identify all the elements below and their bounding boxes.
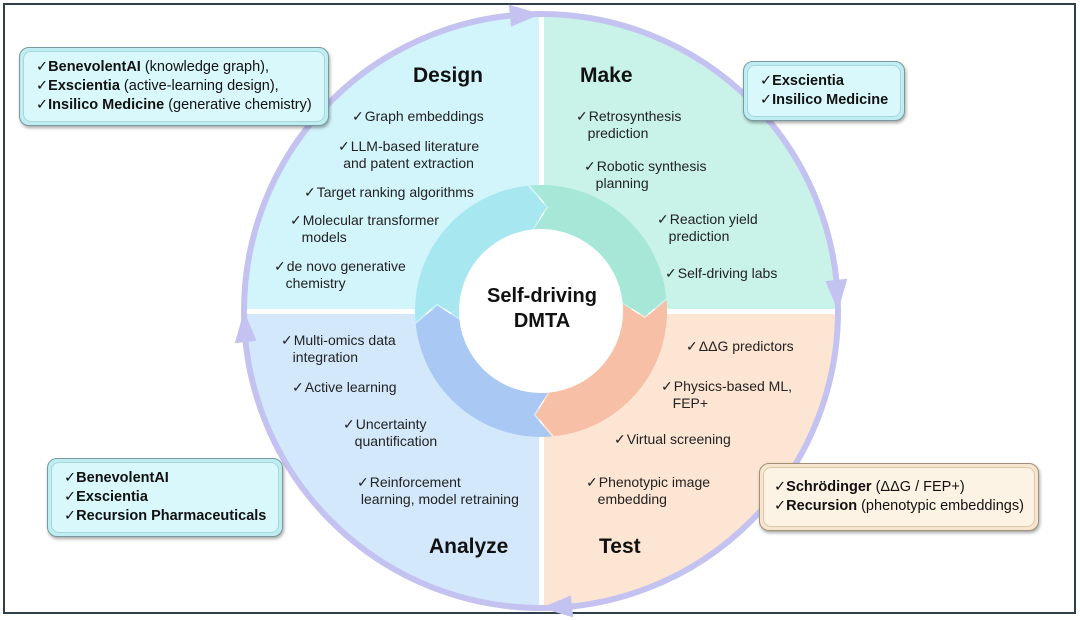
check-icon: ✓ <box>586 474 598 490</box>
center-title-line2: DMTA <box>513 310 571 332</box>
callout-body: ✓BenevolentAI ✓Exscientia ✓Recursion Pha… <box>51 462 280 533</box>
check-icon: ✓ <box>36 59 49 75</box>
check-icon: ✓ <box>584 158 596 174</box>
check-icon: ✓ <box>576 108 588 124</box>
callout-body: ✓Schrödinger (ΔΔG / FEP+) ✓Recursion (ph… <box>763 467 1035 527</box>
inner-ring <box>415 185 667 437</box>
company-name: BenevolentAI <box>48 59 141 75</box>
analyze-item: ✓Reinforcement learning, model retrainin… <box>357 474 519 507</box>
company-line: ✓Exscientia <box>760 72 888 91</box>
check-icon: ✓ <box>661 378 673 394</box>
phase-title-test: Test <box>599 535 641 558</box>
analyze-item: ✓Multi-omics data integration <box>281 332 396 365</box>
company-line: ✓Insilico Medicine (generative chemistry… <box>36 97 312 113</box>
check-icon: ✓ <box>274 258 286 274</box>
check-icon: ✓ <box>304 184 316 200</box>
company-name: Schrödinger <box>786 479 872 495</box>
check-icon: ✓ <box>290 212 302 228</box>
design-companies-callout: ✓BenevolentAI (knowledge graph), ✓Exscie… <box>19 47 329 126</box>
company-name: Recursion Pharmaceuticals <box>76 508 267 524</box>
check-icon: ✓ <box>686 338 698 354</box>
company-name: Recursion <box>786 498 858 514</box>
inner-arrow-analyze <box>415 305 552 437</box>
check-icon: ✓ <box>64 489 77 505</box>
check-icon: ✓ <box>343 416 355 432</box>
make-companies-callout: ✓Exscientia ✓Insilico Medicine <box>743 61 906 121</box>
center-title: Self-driving DMTA <box>462 284 622 334</box>
cycle-arrow-bottom-icon <box>541 595 574 618</box>
check-icon: ✓ <box>352 108 364 124</box>
make-item: ✓Robotic synthesis planning <box>584 158 707 191</box>
analyze-item: ✓Uncertainty quantification <box>343 416 438 449</box>
check-icon: ✓ <box>338 138 350 154</box>
design-item: ✓Graph embeddings <box>352 108 484 124</box>
design-item: ✓Molecular transformer models <box>290 212 439 245</box>
company-line: ✓Insilico Medicine <box>760 91 888 110</box>
inner-arrow-design <box>415 185 547 322</box>
design-item: ✓de novo generative chemistry <box>274 258 406 291</box>
company-name: Insilico Medicine <box>48 97 165 113</box>
company-name: Exscientia <box>48 78 120 94</box>
inner-arrow-make <box>530 185 667 317</box>
design-item: ✓Target ranking algorithms <box>304 184 474 200</box>
inner-arrow-test <box>535 300 667 437</box>
test-item: ✓Virtual screening <box>614 431 731 447</box>
check-icon: ✓ <box>281 332 293 348</box>
check-icon: ✓ <box>774 498 787 514</box>
check-icon: ✓ <box>36 97 49 113</box>
test-item: ✓Physics-based ML, FEP+ <box>661 378 793 411</box>
center-disc <box>459 229 623 393</box>
company-line: ✓Recursion (phenotypic embeddings) <box>774 498 1024 514</box>
check-icon: ✓ <box>760 92 773 108</box>
check-icon: ✓ <box>36 78 49 94</box>
check-icon: ✓ <box>657 211 669 227</box>
company-name: Exscientia <box>772 73 844 89</box>
company-line: ✓Schrödinger (ΔΔG / FEP+) <box>774 479 965 495</box>
company-name: Insilico Medicine <box>772 92 889 108</box>
test-item: ✓Phenotypic image embedding <box>586 474 711 507</box>
cycle-arrow-top-icon <box>508 4 541 27</box>
check-icon: ✓ <box>357 474 369 490</box>
center-title-line1: Self-driving <box>486 285 597 307</box>
company-name: Exscientia <box>76 489 148 505</box>
test-companies-callout: ✓Schrödinger (ΔΔG / FEP+) ✓Recursion (ph… <box>759 463 1039 531</box>
company-line: ✓Exscientia <box>64 488 266 507</box>
company-line: ✓Exscientia (active-learning design), <box>36 78 279 94</box>
company-name: BenevolentAI <box>76 470 169 486</box>
callout-body: ✓BenevolentAI (knowledge graph), ✓Exscie… <box>23 51 325 122</box>
callout-body: ✓Exscientia ✓Insilico Medicine <box>747 65 902 117</box>
company-line: ✓Recursion Pharmaceuticals <box>64 507 266 526</box>
make-item: ✓Self-driving labs <box>665 265 778 281</box>
cycle-arrow-left-icon <box>234 311 257 344</box>
make-item: ✓Reaction yield prediction <box>657 211 758 244</box>
check-icon: ✓ <box>760 73 773 89</box>
check-icon: ✓ <box>64 508 77 524</box>
check-icon: ✓ <box>665 265 677 281</box>
make-item: ✓Retrosynthesis prediction <box>576 108 682 141</box>
check-icon: ✓ <box>292 379 304 395</box>
figure-frame <box>3 3 1076 614</box>
analyze-item: ✓Active learning <box>292 379 397 395</box>
test-item: ✓ΔΔG predictors <box>686 338 794 354</box>
analyze-companies-callout: ✓BenevolentAI ✓Exscientia ✓Recursion Pha… <box>47 458 284 537</box>
check-icon: ✓ <box>614 431 626 447</box>
check-icon: ✓ <box>64 470 77 486</box>
cycle-arrow-right-icon <box>825 278 848 311</box>
company-line: ✓BenevolentAI <box>64 469 266 488</box>
phase-title-design: Design <box>413 64 484 87</box>
phase-title-analyze: Analyze <box>429 535 509 558</box>
check-icon: ✓ <box>774 479 787 495</box>
company-line: ✓BenevolentAI (knowledge graph), <box>36 59 269 75</box>
phase-title-make: Make <box>580 64 633 87</box>
